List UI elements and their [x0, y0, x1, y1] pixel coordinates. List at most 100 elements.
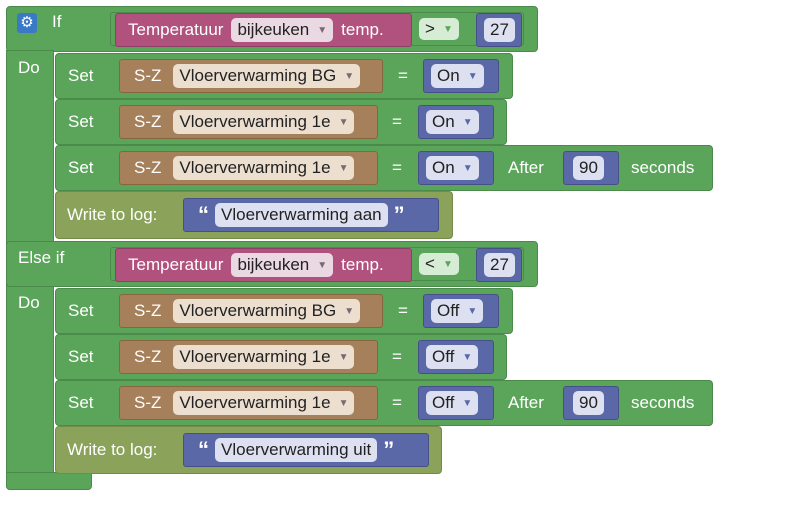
device-prefix: S-Z [134, 158, 162, 177]
device-value: Vloerverwarming BG [179, 301, 337, 320]
state-dropdown[interactable]: On ▼ [426, 110, 479, 134]
temperature-label: Temperatuur [128, 20, 224, 39]
state-block[interactable]: Off ▼ [418, 386, 494, 420]
device-dropdown[interactable]: Vloerverwarming BG ▼ [173, 299, 361, 323]
equals-label: = [392, 393, 402, 412]
sensor-dropdown[interactable]: bijkeuken▼ [231, 18, 334, 42]
device-prefix: S-Z [134, 347, 162, 366]
dropdown-arrow-icon: ▼ [317, 259, 328, 271]
number-field[interactable]: 27 [484, 18, 515, 42]
device-prefix: S-Z [134, 301, 162, 320]
device-prefix: S-Z [134, 66, 162, 85]
else-if-label: Else if [18, 248, 65, 267]
after-label: After [508, 158, 544, 177]
state-dropdown[interactable]: On ▼ [426, 156, 479, 180]
temperature-label: Temperatuur [128, 255, 224, 274]
seconds-label: seconds [631, 158, 695, 177]
dropdown-arrow-icon: ▼ [344, 305, 355, 317]
state-value: Off [432, 393, 455, 412]
log-text-field[interactable]: Vloerverwarming aan [215, 203, 388, 227]
device-value: Vloerverwarming 1e [179, 347, 331, 366]
device-dropdown[interactable]: Vloerverwarming 1e▼ [173, 110, 355, 134]
state-dropdown[interactable]: Off ▼ [426, 391, 479, 415]
temperature-block[interactable]: Temperatuur bijkeuken▼ temp. [115, 248, 412, 282]
sensor-dropdown[interactable]: bijkeuken ▼ [231, 253, 334, 277]
device-block[interactable]: S-Z Vloerverwarming 1e ▼ [119, 340, 378, 374]
dropdown-arrow-icon: ▼ [338, 351, 349, 363]
operator-value: > [425, 19, 435, 38]
device-dropdown[interactable]: Vloerverwarming 1e ▼ [173, 156, 355, 180]
state-dropdown[interactable]: Off ▼ [431, 299, 484, 323]
number-field[interactable]: 27 [484, 253, 515, 277]
device-block[interactable]: S-Z Vloerverwarming BG ▼ [119, 59, 383, 93]
state-value: On [432, 158, 455, 177]
device-value: Vloerverwarming 1e [179, 393, 331, 412]
device-prefix: S-Z [134, 112, 162, 131]
dropdown-arrow-icon: ▼ [338, 162, 349, 174]
set-label: Set [68, 112, 94, 131]
dropdown-arrow-icon: ▼ [462, 397, 473, 409]
quote-close-icon: ” [393, 202, 405, 227]
equals-label: = [398, 301, 408, 320]
write-to-log-label: Write to log: [67, 440, 158, 459]
quote-open-icon: “ [198, 437, 209, 462]
dropdown-arrow-icon: ▼ [317, 24, 328, 36]
device-block[interactable]: S-Z Vloerverwarming BG ▼ [119, 294, 383, 328]
state-block[interactable]: Off ▼ [423, 294, 499, 328]
state-value: Off [432, 347, 455, 366]
do-label-2: Do [18, 293, 40, 312]
operator-value: < [425, 254, 435, 273]
do-label-1: Do [18, 58, 40, 77]
state-value: On [437, 66, 460, 85]
text-block[interactable]: “ Vloerverwarming uit ” [183, 433, 429, 467]
delay-block[interactable]: 90 [563, 151, 619, 185]
seconds-label: seconds [631, 393, 695, 412]
device-dropdown[interactable]: Vloerverwarming 1e ▼ [173, 391, 355, 415]
dropdown-arrow-icon: ▼ [467, 70, 478, 82]
number-block[interactable]: 27 [476, 13, 522, 47]
device-value: Vloerverwarming BG [179, 66, 337, 85]
quote-close-icon: ” [383, 437, 395, 462]
device-block[interactable]: S-Z Vloerverwarming 1e▼ [119, 105, 378, 139]
dropdown-arrow-icon: ▼ [442, 23, 453, 35]
dropdown-arrow-icon: ▼ [462, 351, 473, 363]
operator-dropdown[interactable]: <▼ [419, 253, 459, 275]
device-block[interactable]: S-Z Vloerverwarming 1e▼ [119, 386, 378, 420]
dropdown-arrow-icon: ▼ [467, 305, 478, 317]
dropdown-arrow-icon: ▼ [338, 397, 349, 409]
device-dropdown[interactable]: Vloerverwarming 1e ▼ [173, 345, 355, 369]
equals-label: = [392, 112, 402, 131]
dropdown-arrow-icon: ▼ [462, 162, 473, 174]
state-block[interactable]: On ▼ [418, 151, 494, 185]
state-dropdown[interactable]: On ▼ [431, 64, 484, 88]
sensor-value: bijkeuken [237, 255, 310, 274]
dropdown-arrow-icon: ▼ [338, 116, 349, 128]
delay-field[interactable]: 90 [573, 391, 604, 415]
device-dropdown[interactable]: Vloerverwarming BG ▼ [173, 64, 361, 88]
state-block[interactable]: On ▼ [423, 59, 499, 93]
state-value: On [432, 112, 455, 131]
state-value: Off [437, 301, 460, 320]
delay-field[interactable]: 90 [573, 156, 604, 180]
set-label: Set [68, 347, 94, 366]
set-label: Set [68, 393, 94, 412]
temperature-block[interactable]: Temperatuur bijkeuken▼ temp. [115, 13, 412, 47]
delay-block[interactable]: 90 [563, 386, 619, 420]
device-block[interactable]: S-Z Vloerverwarming 1e ▼ [119, 151, 378, 185]
gear-icon[interactable]: ⚙ [17, 13, 37, 33]
set-label: Set [68, 66, 94, 85]
text-block[interactable]: “ Vloerverwarming aan ” [183, 198, 439, 232]
state-dropdown[interactable]: Off ▼ [426, 345, 479, 369]
state-block[interactable]: On ▼ [418, 105, 494, 139]
log-text-field[interactable]: Vloerverwarming uit [215, 438, 378, 462]
number-block[interactable]: 27 [476, 248, 522, 282]
set-label: Set [68, 301, 94, 320]
operator-dropdown[interactable]: >▼ [419, 18, 459, 40]
if-block-footer [6, 472, 92, 490]
state-block[interactable]: Off ▼ [418, 340, 494, 374]
dropdown-arrow-icon: ▼ [344, 70, 355, 82]
dropdown-arrow-icon: ▼ [462, 116, 473, 128]
equals-label: = [392, 158, 402, 177]
temp-suffix: temp. [341, 20, 384, 39]
device-value: Vloerverwarming 1e [179, 158, 331, 177]
